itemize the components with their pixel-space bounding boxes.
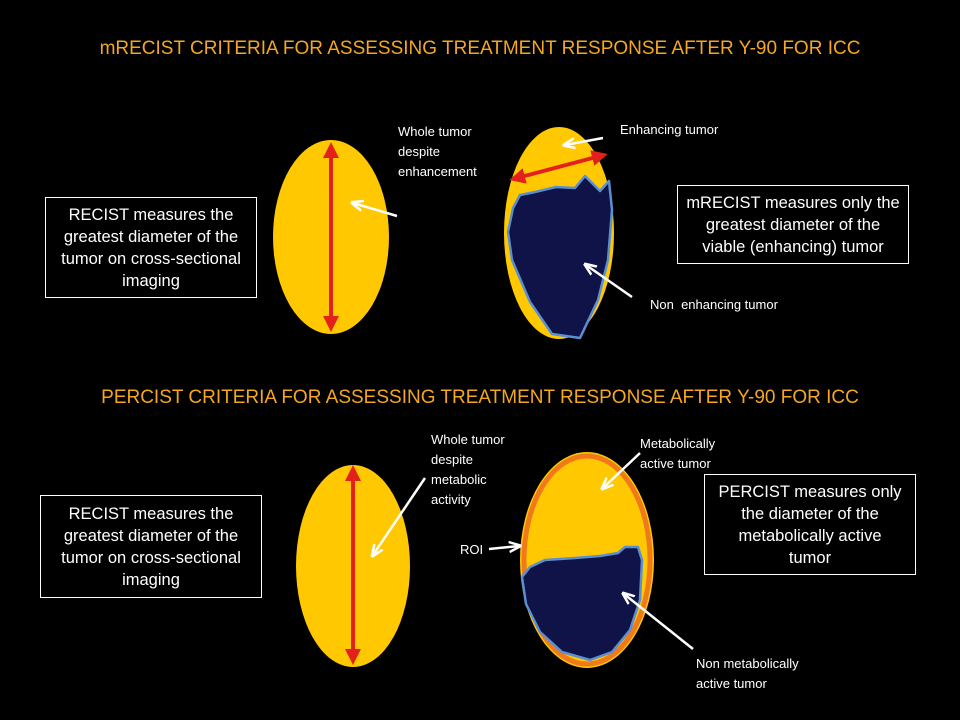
top-section-title: mRECIST CRITERIA FOR ASSESSING TREATMENT… xyxy=(99,38,861,59)
label-line: ROI xyxy=(460,542,484,557)
box-line: RECIST measures the xyxy=(68,504,234,523)
label-line: activity xyxy=(431,492,471,507)
box-line: RECIST measures the xyxy=(68,205,234,224)
box-line: tumor on cross-sectional xyxy=(61,249,241,268)
recist-description-box-bottom: RECIST measures the greatest diameter of… xyxy=(40,495,262,598)
non-enhancing-pointer-arrow xyxy=(586,265,633,299)
roi-ring xyxy=(521,453,653,667)
label-line: Enhancing tumor xyxy=(620,122,719,137)
whole-tumor-pointer-arrow-bottom xyxy=(373,477,427,555)
box-line: viable (enhancing) tumor xyxy=(702,237,884,256)
non-metabolic-tumor-label: Non metabolically active tumor xyxy=(696,654,799,694)
label-line: active tumor xyxy=(640,456,711,471)
roi-pointer-arrow xyxy=(488,546,519,549)
label-line: Non metabolically xyxy=(696,656,799,671)
metabolic-tumor-label: Metabolically active tumor xyxy=(640,434,715,474)
box-line: the diameter of the xyxy=(741,504,879,523)
non-enhancing-tumor-region xyxy=(506,174,614,340)
whole-tumor-label-top: Whole tumor despite enhancement xyxy=(398,122,477,182)
non-metabolic-pointer-arrow xyxy=(624,594,694,650)
label-line: despite xyxy=(398,144,440,159)
box-line: greatest diameter of the xyxy=(63,526,239,545)
mrecist-diameter-arrow xyxy=(509,150,608,184)
label-line: active tumor xyxy=(696,676,767,691)
label-line: enhancement xyxy=(398,164,477,179)
percist-description-box: PERCIST measures only the diameter of th… xyxy=(704,474,916,575)
bottom-section-title: PERCIST CRITERIA FOR ASSESSING TREATMENT… xyxy=(101,387,859,408)
box-line: mRECIST measures only the xyxy=(686,193,900,212)
label-line: metabolic xyxy=(431,472,487,487)
label-line: Whole tumor xyxy=(431,432,505,447)
non-metabolic-tumor-region xyxy=(520,545,644,662)
label-line: despite xyxy=(431,452,473,467)
enhancing-tumor-label: Enhancing tumor xyxy=(620,120,718,140)
box-line: PERCIST measures only xyxy=(718,482,902,501)
box-line: metabolically active xyxy=(738,526,882,545)
box-line: greatest diameter of the xyxy=(63,227,239,246)
roi-label: ROI xyxy=(460,540,483,560)
box-line: greatest diameter of the xyxy=(705,215,881,234)
enhancing-pointer-arrow xyxy=(565,136,604,145)
label-line: Non enhancing tumor xyxy=(650,297,778,312)
label-line: Metabolically xyxy=(640,436,716,451)
box-line: tumor on cross-sectional xyxy=(61,548,241,567)
whole-tumor-label-bottom: Whole tumor despite metabolic activity xyxy=(431,430,505,510)
box-line: imaging xyxy=(122,271,180,290)
metabolic-pointer-arrow xyxy=(603,452,641,488)
box-line: imaging xyxy=(122,570,180,589)
recist-description-box-top: RECIST measures the greatest diameter of… xyxy=(45,197,257,298)
whole-tumor-pointer-arrow-top xyxy=(353,203,398,218)
non-enhancing-tumor-label: Non enhancing tumor xyxy=(650,295,778,315)
label-line: Whole tumor xyxy=(398,124,472,139)
box-line: tumor xyxy=(788,548,832,567)
mrecist-description-box: mRECIST measures only the greatest diame… xyxy=(677,185,909,264)
